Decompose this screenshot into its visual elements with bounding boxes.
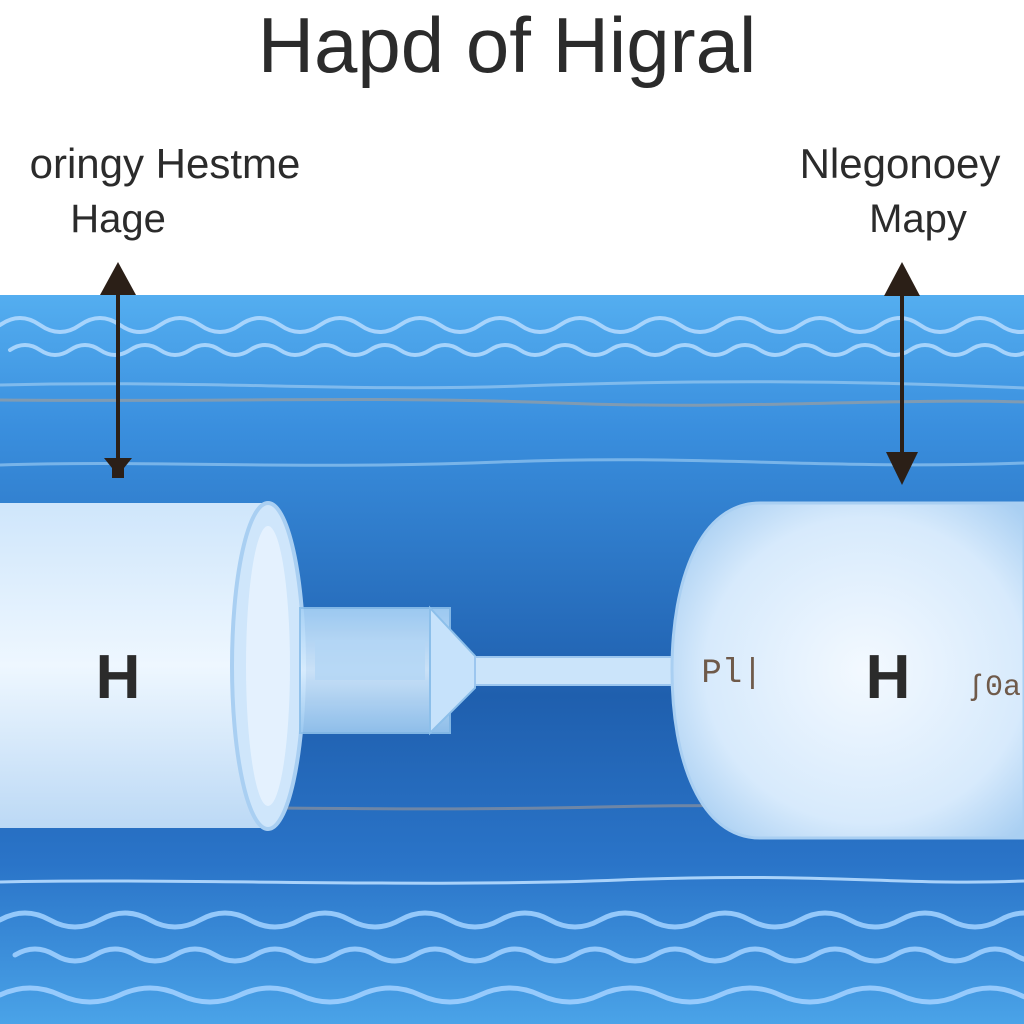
left-tank — [0, 501, 306, 831]
right-label-line1: Nlegonoey — [800, 140, 1001, 187]
left-tank-label: H — [96, 643, 141, 712]
bottom-waves — [0, 910, 1024, 1005]
right-tank-tag-left: Pl| — [701, 655, 762, 693]
left-label-line2: Hage — [70, 197, 166, 241]
right-label-line2: Mapy — [869, 197, 967, 241]
diagram-title: Hapd of Higral — [258, 1, 757, 89]
right-tank — [670, 501, 1024, 840]
right-tank-label: H — [866, 643, 911, 712]
arrow-double-icon — [884, 262, 920, 485]
right-tank-tag-right: ʃ0a — [967, 671, 1021, 705]
surface-waves — [0, 316, 1024, 357]
arrow-up-icon — [100, 262, 136, 478]
left-label-line1: oringy Hestme — [30, 140, 301, 187]
connector-pipe — [299, 605, 691, 736]
sky-background — [0, 0, 1024, 295]
